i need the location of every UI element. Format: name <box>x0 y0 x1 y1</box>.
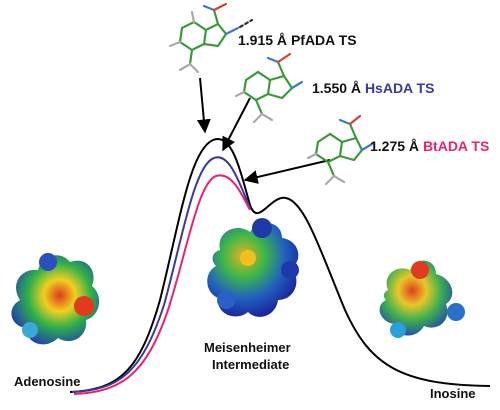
ts-enzyme-btada: BtADA TS <box>422 138 490 154</box>
energy-curve-btada <box>73 174 251 395</box>
arrow-pfada <box>196 77 211 134</box>
ts-enzyme-pfada: PfADA TS <box>290 32 357 48</box>
energy-curve-hsada <box>71 156 251 393</box>
ts-label-pfada: 1.915 Å PfADA TS <box>238 32 357 48</box>
ts-distance-pfada: 1.915 Å <box>238 32 288 48</box>
label-inosine: Inosine <box>430 386 476 401</box>
ts-molecule-pfada <box>168 2 254 74</box>
arrow-btada <box>243 159 331 184</box>
ts-distance-hsada: 1.550 Å <box>312 80 362 96</box>
ts-molecule-btada <box>306 114 374 186</box>
ts-label-btada: 1.275 Å BtADA TS <box>370 138 489 154</box>
ts-label-hsada: 1.550 Å HsADA TS <box>312 80 434 96</box>
label-adenosine: Adenosine <box>14 374 81 389</box>
label-intermediate-line1: Meisenheimer <box>204 340 291 355</box>
label-intermediate-line2: Intermediate <box>212 357 290 372</box>
ts-molecule-hsada <box>234 52 304 124</box>
energy-curve-pfada <box>69 137 491 393</box>
esp-surface-inosine <box>379 260 465 338</box>
ts-distance-btada: 1.275 Å <box>370 138 420 154</box>
arrow-hsada <box>222 97 251 152</box>
esp-surface-intermediate <box>207 218 299 317</box>
ts-enzyme-hsada: HsADA TS <box>364 80 435 96</box>
esp-surface-adenosine <box>11 253 100 345</box>
